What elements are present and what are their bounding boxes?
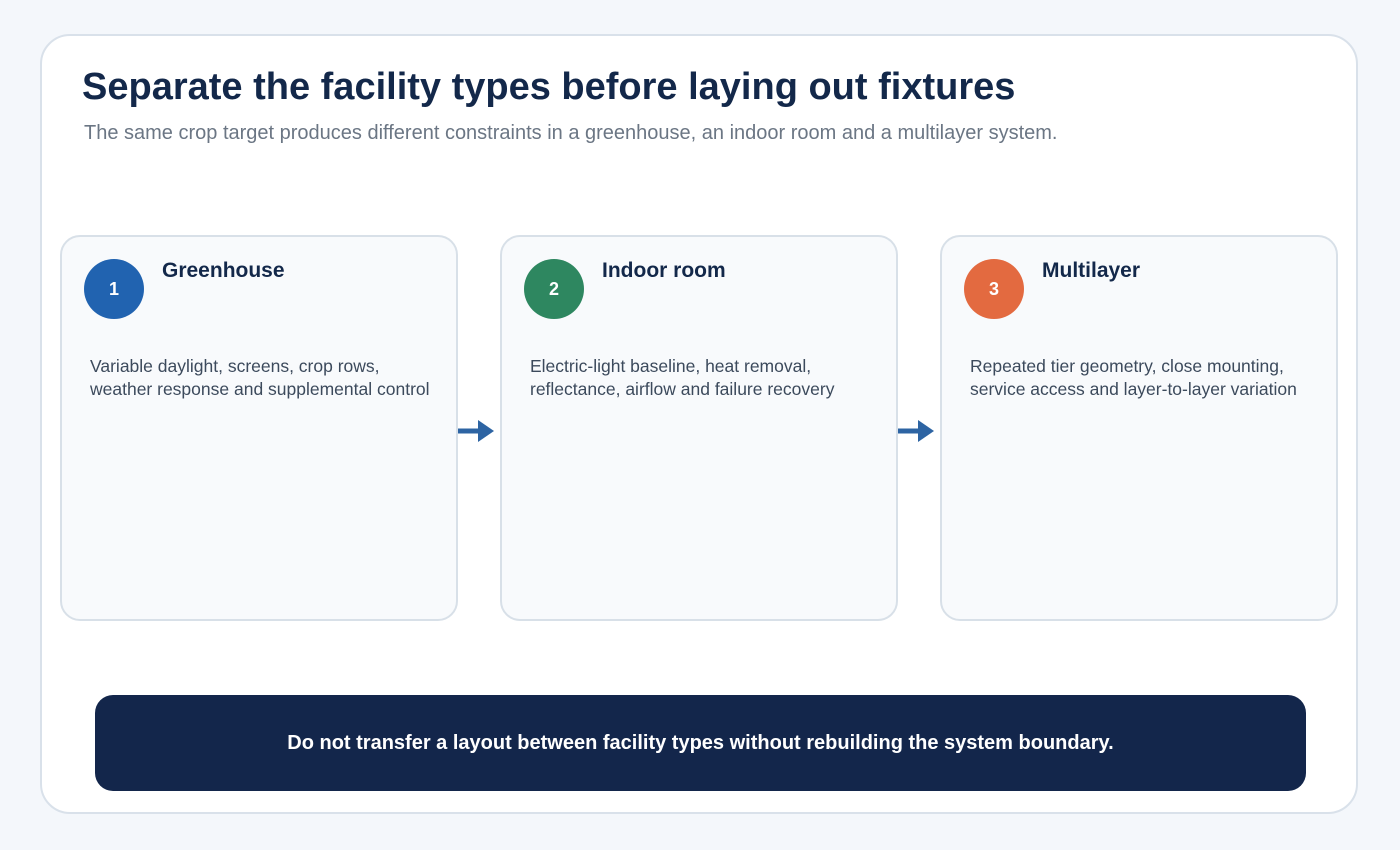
step-card-greenhouse: 1 Greenhouse Variable daylight, screens,…	[60, 235, 458, 621]
arrow-right-icon	[898, 420, 934, 442]
step-title: Indoor room	[602, 259, 726, 282]
step-number-badge: 3	[964, 259, 1024, 319]
step-number-badge: 1	[84, 259, 144, 319]
arrow-head	[478, 420, 494, 442]
arrow-right-icon	[458, 420, 494, 442]
page-title: Separate the facility types before layin…	[82, 66, 1016, 108]
banner-message: Do not transfer a layout between facilit…	[287, 731, 1114, 754]
step-number-badge: 2	[524, 259, 584, 319]
step-description: Repeated tier geometry, close mounting, …	[970, 356, 1297, 399]
warning-banner: Do not transfer a layout between facilit…	[95, 695, 1306, 791]
step-title: Multilayer	[1042, 259, 1141, 282]
step-description: Variable daylight, screens, crop rows, w…	[90, 356, 430, 399]
arrow-head	[918, 420, 934, 442]
page-subtitle: The same crop target produces different …	[84, 122, 1058, 144]
step-card-multilayer: 3 Multilayer Repeated tier geometry, clo…	[940, 235, 1338, 621]
step-description: Electric-light baseline, heat removal, r…	[530, 356, 835, 399]
step-card-indoor-room: 2 Indoor room Electric-light baseline, h…	[500, 235, 898, 621]
step-title: Greenhouse	[162, 259, 285, 282]
